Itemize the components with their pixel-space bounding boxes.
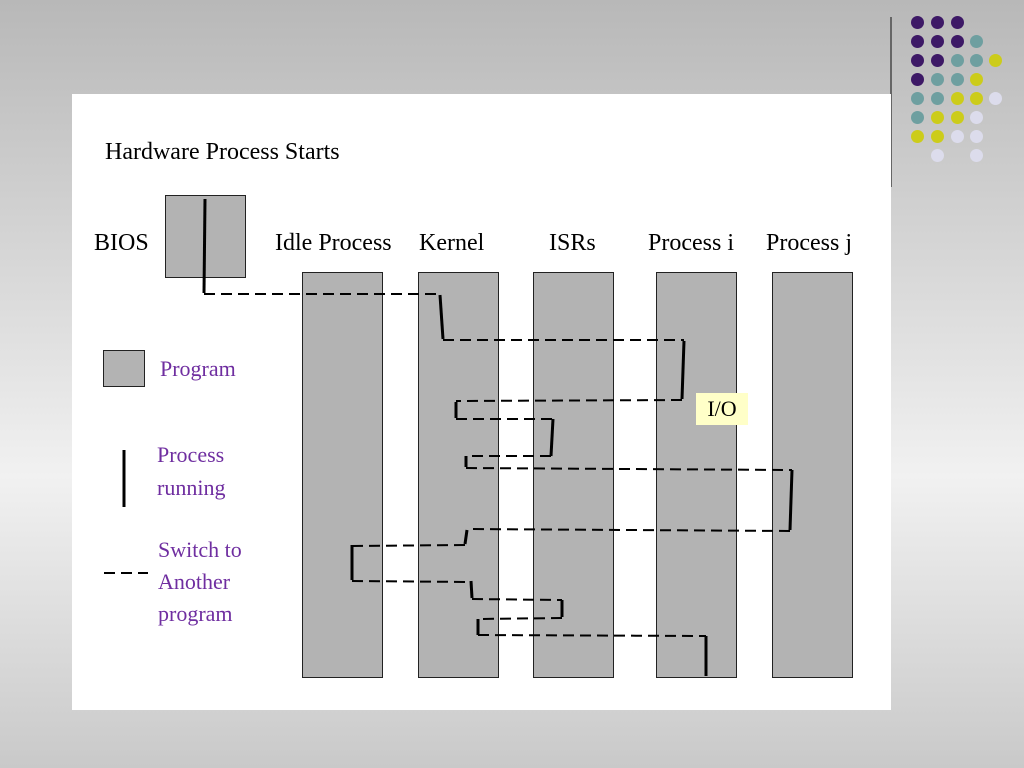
decorative-dot bbox=[951, 54, 964, 67]
decorative-dot bbox=[970, 149, 983, 162]
decorative-dot bbox=[931, 16, 944, 29]
switch-segment bbox=[466, 528, 791, 532]
kernel-label: Kernel bbox=[419, 230, 485, 256]
switch-segment bbox=[455, 399, 683, 402]
decorative-vertical-rule bbox=[890, 17, 892, 187]
running-segment-kernel bbox=[469, 580, 474, 599]
decorative-dot bbox=[931, 149, 944, 162]
process-j-box bbox=[772, 272, 853, 678]
decorative-dot bbox=[931, 92, 944, 105]
decorative-dot bbox=[951, 16, 964, 29]
io-badge: I/O bbox=[696, 393, 748, 425]
decorative-dot bbox=[970, 92, 983, 105]
switch-segment bbox=[465, 467, 793, 471]
slide-title: Hardware Process Starts bbox=[105, 139, 340, 165]
decorative-dot bbox=[989, 54, 1002, 67]
decorative-dot bbox=[931, 73, 944, 86]
legend-process-running-line1: Process bbox=[157, 442, 225, 467]
switch-segment bbox=[477, 634, 707, 637]
decorative-dot bbox=[970, 111, 983, 124]
idle-process-box bbox=[302, 272, 383, 678]
bios-label: BIOS bbox=[94, 230, 149, 256]
switch-segment bbox=[471, 598, 563, 601]
switch-segment bbox=[351, 580, 472, 583]
switch-segment bbox=[477, 617, 563, 620]
decorative-dot bbox=[970, 35, 983, 48]
running-segment-process-j bbox=[788, 469, 794, 531]
context-switch-lines bbox=[104, 293, 793, 637]
decorative-dot bbox=[951, 92, 964, 105]
running-segment-kernel bbox=[463, 529, 469, 545]
decorative-dot bbox=[911, 16, 924, 29]
process-running-lines bbox=[122, 198, 794, 676]
legend-program-swatch bbox=[103, 350, 145, 387]
decorative-dot bbox=[931, 35, 944, 48]
switch-segment bbox=[351, 544, 466, 547]
decorative-dot bbox=[951, 73, 964, 86]
decorative-dot bbox=[951, 111, 964, 124]
decorative-dot bbox=[970, 54, 983, 67]
decorative-dot bbox=[911, 35, 924, 48]
process-i-label: Process i bbox=[648, 230, 734, 256]
isrs-label: ISRs bbox=[549, 230, 596, 256]
decorative-dot bbox=[931, 130, 944, 143]
running-segment-kernel bbox=[438, 294, 445, 340]
decorative-dot bbox=[931, 111, 944, 124]
decorative-dot bbox=[989, 92, 1002, 105]
decorative-dot bbox=[911, 54, 924, 67]
decorative-dot bbox=[970, 73, 983, 86]
decorative-dot bbox=[951, 130, 964, 143]
legend-switch-line1: Switch to bbox=[158, 537, 242, 562]
decorative-dot bbox=[911, 92, 924, 105]
process-j-label: Process j bbox=[766, 230, 852, 256]
running-segment-isrs bbox=[549, 418, 555, 457]
legend-switch-line2: Another bbox=[158, 569, 231, 594]
legend-program-label: Program bbox=[160, 356, 236, 381]
decorative-dot bbox=[911, 130, 924, 143]
legend-process-running-line2: running bbox=[157, 475, 226, 500]
decorative-dot bbox=[931, 54, 944, 67]
decorative-dot bbox=[970, 130, 983, 143]
running-segment-process-i bbox=[680, 340, 686, 400]
running-segment-bios bbox=[202, 198, 207, 294]
decorative-dot bbox=[911, 73, 924, 86]
decorative-dot bbox=[911, 111, 924, 124]
legend-switch-line3: program bbox=[158, 601, 233, 626]
decorative-dot bbox=[951, 35, 964, 48]
idle-process-label: Idle Process bbox=[275, 230, 392, 256]
